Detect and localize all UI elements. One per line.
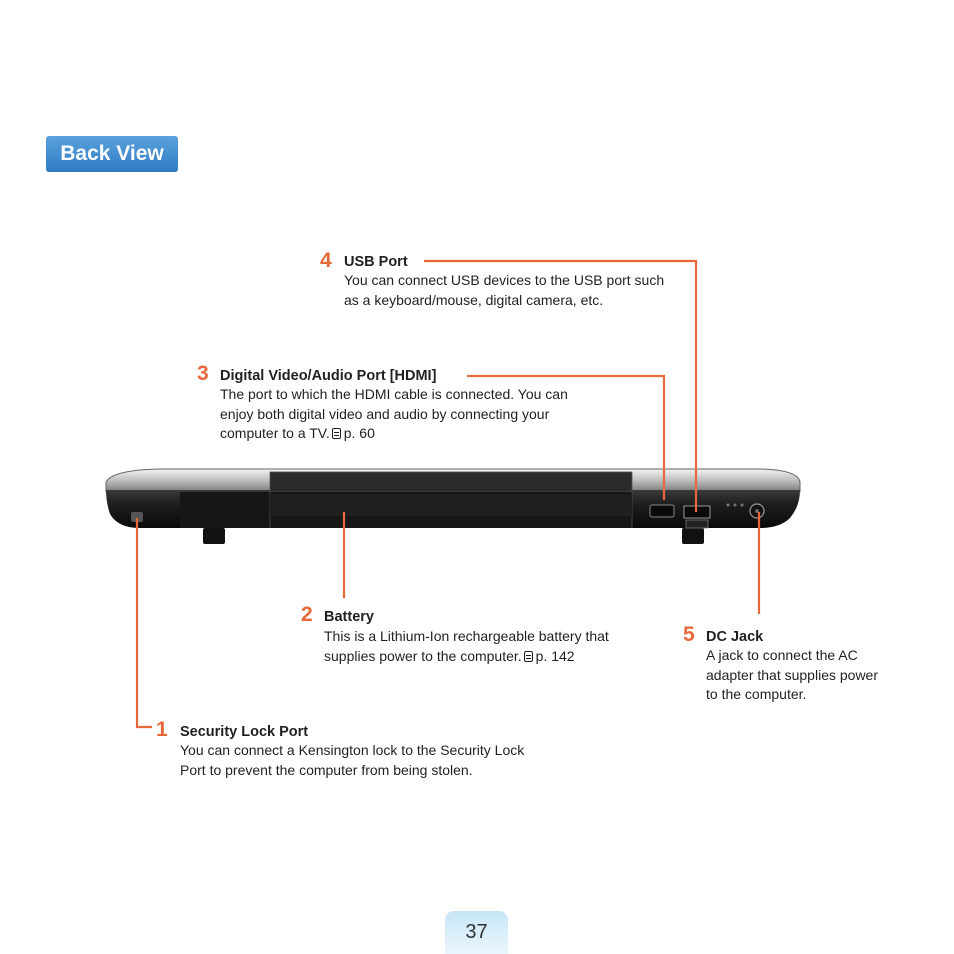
callout-title: Battery <box>324 609 374 625</box>
section-title: Back View <box>46 136 178 172</box>
callout-description: This is a Lithium-Ion rechargeable batte… <box>324 628 609 664</box>
callout-description: The port to which the HDMI cable is conn… <box>220 386 568 441</box>
callout-title: USB Port <box>344 254 408 270</box>
leader-line-1 <box>135 518 152 729</box>
battery-pack <box>269 471 633 493</box>
callout-title: DC Jack <box>706 629 764 645</box>
security-lock-slot <box>131 512 143 522</box>
callout-description: A jack to connect the AC adapter that su… <box>706 647 878 702</box>
callout-title: Security Lock Port <box>180 724 309 740</box>
rubber-foot <box>682 528 704 544</box>
hdmi-port <box>649 504 675 518</box>
document-icon <box>331 428 341 439</box>
callout-title: Digital Video/Audio Port [HDMI] <box>220 368 437 384</box>
callout-description: You can connect USB devices to the USB p… <box>344 272 665 308</box>
callout-description: You can connect a Kensington lock to the… <box>180 742 525 778</box>
rubber-foot <box>203 528 225 544</box>
page-number: 37 <box>445 911 508 954</box>
leader-line-3 <box>467 374 666 500</box>
callout-number: 1 <box>156 718 168 741</box>
callout-number: 3 <box>197 362 209 385</box>
callout-number: 5 <box>683 623 695 646</box>
leader-line-4 <box>424 259 698 512</box>
callout-number: 4 <box>320 249 332 272</box>
document-icon <box>523 650 533 662</box>
callout-number: 2 <box>301 603 313 626</box>
